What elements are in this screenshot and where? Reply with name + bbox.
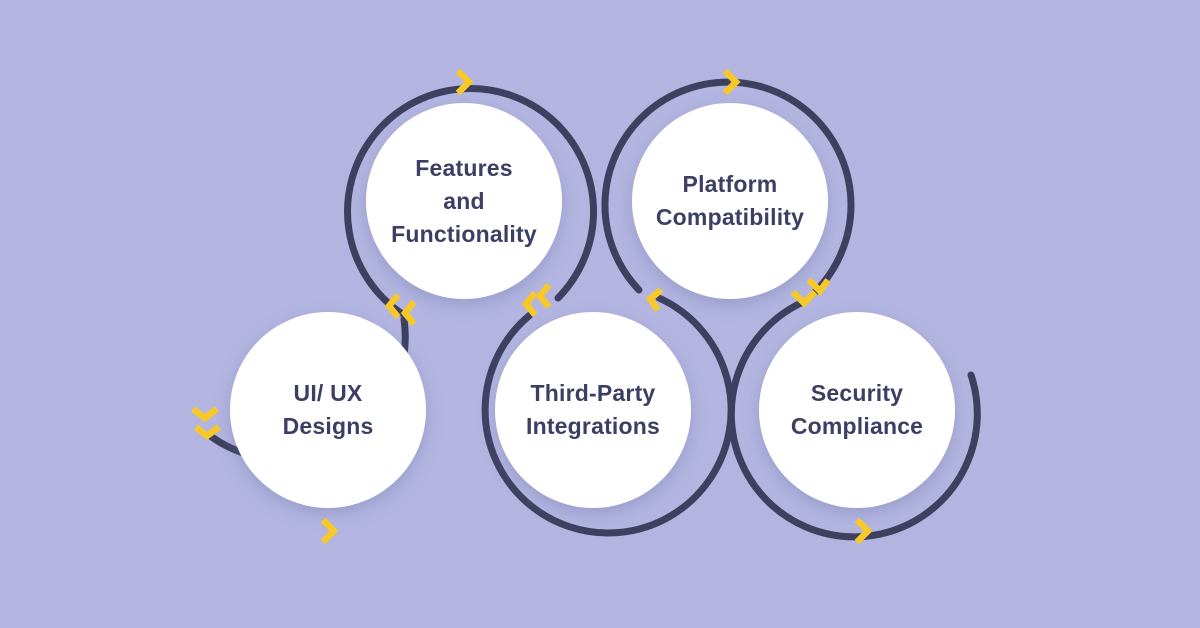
double-chevron-left-icon	[384, 292, 401, 320]
node-security-line-1: Security	[810, 380, 904, 406]
node-features: Features and Functionality	[364, 101, 564, 301]
node-features-line-2: and	[443, 187, 485, 214]
arrows	[191, 68, 873, 545]
chevron-right-icon	[854, 517, 873, 545]
ring-third-party	[481, 294, 735, 537]
double-chevron-down-icon	[193, 424, 221, 441]
node-circle-platform	[632, 103, 828, 299]
chevron-right-icon	[722, 68, 741, 96]
node-third-party-line-1: Third-Party	[530, 380, 656, 406]
double-chevron-down-icon	[790, 289, 818, 308]
node-circle-security	[759, 312, 955, 508]
node-uiux-line-1: UI/ UX	[293, 380, 363, 406]
ring-platform	[601, 78, 855, 296]
node-platform-line-2: Compatibility	[655, 204, 805, 230]
node-security-line-2: Compliance	[790, 413, 924, 439]
node-circle-third-party	[495, 312, 691, 508]
double-chevron-down-icon	[191, 406, 219, 423]
chevron-right-icon	[455, 68, 474, 96]
node-circles	[230, 103, 955, 508]
node-platform-line-1: Platform	[682, 171, 778, 197]
double-chevron-left-icon	[521, 290, 538, 318]
ring-security	[727, 299, 981, 541]
node-third-party-line-2: Integrations	[525, 413, 661, 439]
double-chevron-left-icon	[400, 299, 417, 327]
node-features-line-3: Functionality	[391, 220, 537, 247]
node-circle-features	[366, 103, 562, 299]
node-circle-uiux	[230, 312, 426, 508]
node-platform: Platform Compatibility	[630, 101, 830, 301]
chevron-left-icon	[645, 287, 664, 312]
node-uiux: UI/ UX Designs	[228, 310, 428, 510]
chevron-right-icon	[320, 517, 339, 545]
double-chevron-left-icon	[535, 282, 552, 310]
node-security: Security Compliance	[757, 310, 957, 510]
node-uiux-line-2: Designs	[282, 413, 374, 439]
node-features-line-1: Features	[415, 154, 513, 181]
double-chevron-down-icon	[806, 277, 831, 296]
node-third-party: Third-Party Integrations	[493, 310, 693, 510]
